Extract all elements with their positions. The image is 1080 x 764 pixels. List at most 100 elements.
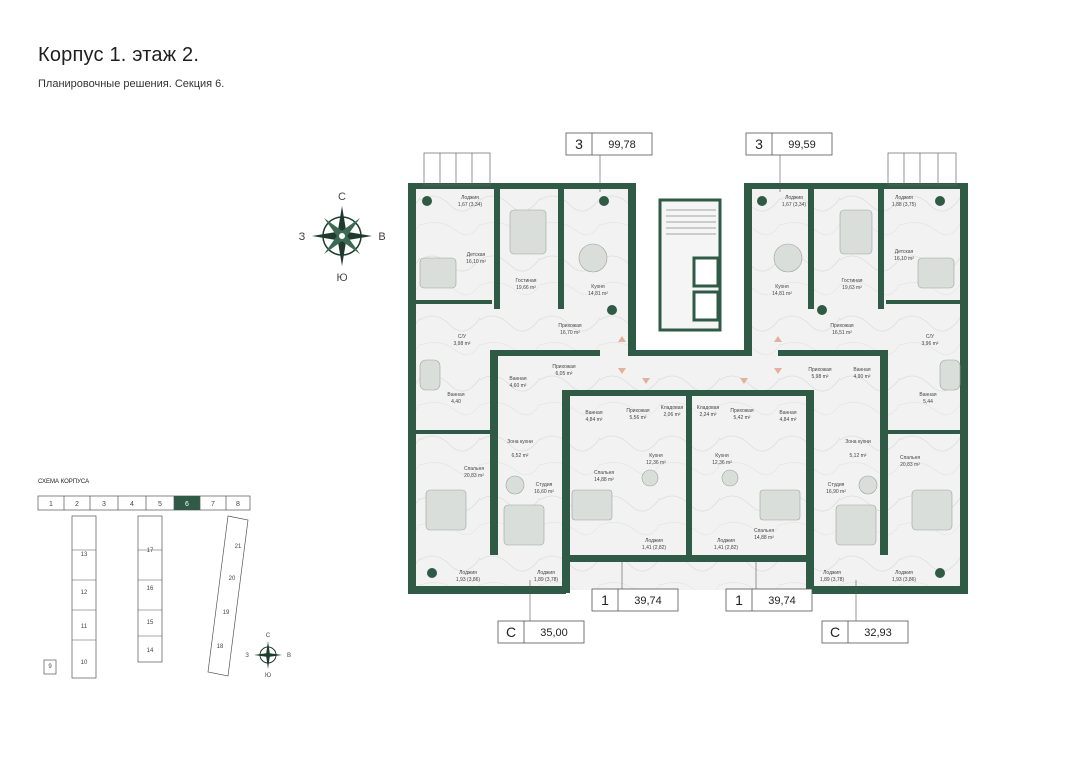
room-name: Лоджия — [717, 538, 735, 544]
scheme-section: 7 — [211, 501, 215, 508]
room-name: Зона кухни — [507, 439, 533, 445]
apartment-area: 32,93 — [864, 627, 892, 639]
room-area: 6,05 m² — [556, 371, 573, 377]
room-name: Лоджия — [459, 570, 477, 576]
apartment-area: 39,74 — [768, 595, 796, 607]
room-area: 1,41 (2,82) — [714, 545, 739, 551]
room-name: Лоджия — [895, 195, 913, 201]
room-area: 5,12 m² — [850, 453, 867, 459]
room-name: Прихожая — [730, 408, 753, 414]
room-name: Лоджия — [823, 570, 841, 576]
room-name: Кладовая — [661, 405, 684, 411]
apartment-tag: 3 99,59 — [745, 132, 833, 192]
room-area: 1,93 (3,86) — [892, 577, 917, 583]
scheme-compass-south: Ю — [265, 673, 271, 679]
room-area: 14,88 m² — [594, 477, 614, 483]
scheme-section: 13 — [81, 552, 88, 558]
apartment-tag: C 35,00 — [497, 580, 585, 644]
room-area: 20,83 m² — [900, 462, 920, 468]
room-name: Лоджия — [537, 570, 555, 576]
apartment-tags: 3 99,78 3 99,59 C 35,00 1 39,74 — [497, 132, 909, 644]
compass-west-label: З — [299, 231, 306, 243]
room-name: С/У — [458, 334, 467, 340]
room-name: Прихожая — [558, 323, 581, 329]
room-name: Гостиная — [516, 278, 537, 284]
room-area: 4,40 — [451, 399, 461, 405]
room-area: 5,98 m² — [812, 374, 829, 380]
room-name: Спальня — [754, 528, 774, 534]
room-name: Кухня — [591, 284, 605, 290]
room-area: 1,67 (3,34) — [782, 202, 807, 208]
scheme-section: 9 — [48, 664, 52, 670]
room-name: Ванная — [509, 376, 526, 382]
compass: С Ю З В — [299, 191, 386, 284]
page-subtitle: Планировочные решения. Секция 6. — [38, 78, 225, 90]
scheme-section: 19 — [223, 610, 230, 616]
room-area: 20,83 m² — [464, 473, 484, 479]
room-area: 5,44 — [923, 399, 933, 405]
scheme-section-active: 6 — [185, 501, 189, 508]
room-area: 1,89 (3,78) — [534, 577, 559, 583]
room-area: 1,41 (2,82) — [642, 545, 667, 551]
room-name: Ванная — [585, 410, 602, 416]
room-name: Кухня — [715, 453, 729, 459]
room-name: Кухня — [649, 453, 663, 459]
building-scheme: СХЕМА КОРПУСА 1 2 3 4 5 6 7 8 — [37, 479, 291, 679]
room-area: 2,24 m² — [700, 412, 717, 418]
compass-east-label: В — [378, 231, 385, 243]
room-area: 14,81 m² — [772, 291, 792, 297]
scheme-top-row: 1 2 3 4 5 6 7 8 — [37, 495, 251, 511]
room-name: Детская — [895, 249, 914, 255]
scheme-section: 5 — [158, 501, 162, 508]
room-area: 14,88 m² — [754, 535, 774, 541]
room-area: 12,36 m² — [712, 460, 732, 466]
compass-north-label: С — [338, 191, 346, 203]
apartment-tag: 3 99,78 — [565, 132, 653, 192]
apartment-type: 3 — [575, 136, 583, 152]
scheme-section: 8 — [236, 501, 240, 508]
scheme-section: 20 — [229, 576, 236, 582]
room-area: 4,84 m² — [586, 417, 603, 423]
room-name: Ванная — [779, 410, 796, 416]
room-name: Спальня — [900, 455, 920, 461]
room-name: Студия — [536, 482, 553, 488]
plan-body — [408, 152, 968, 594]
apartment-type: 1 — [601, 592, 609, 608]
room-area: 6,52 m² — [512, 453, 529, 459]
room-name: Прихожая — [552, 364, 575, 370]
scheme-section: 18 — [217, 644, 224, 650]
apartment-area: 99,59 — [788, 139, 816, 151]
room-area: 2,06 m² — [664, 412, 681, 418]
room-name: С/У — [926, 334, 935, 340]
scheme-section: 21 — [235, 544, 242, 550]
apartment-area: 35,00 — [540, 627, 568, 639]
room-area: 4,90 m² — [854, 374, 871, 380]
room-area: 12,36 m² — [646, 460, 666, 466]
scheme-section: 15 — [147, 620, 154, 626]
room-area: 16,10 m² — [466, 259, 486, 265]
apartment-tag: 1 39,74 — [591, 560, 679, 612]
room-area: 4,84 m² — [780, 417, 797, 423]
scheme-section: 10 — [81, 660, 88, 666]
room-area: 1,89 (3,78) — [820, 577, 845, 583]
scheme-section: 14 — [147, 648, 154, 654]
room-area: 5,42 m² — [734, 415, 751, 421]
apartment-area: 39,74 — [634, 595, 662, 607]
apartment-type: 3 — [755, 136, 763, 152]
room-area: 19,66 m² — [516, 285, 536, 291]
room-area: 16,70 m² — [560, 330, 580, 336]
room-name: Лоджия — [461, 195, 479, 201]
room-name: Прихожая — [830, 323, 853, 329]
room-area: 16,10 m² — [894, 256, 914, 262]
apartment-type: C — [506, 624, 516, 640]
room-name: Кухня — [775, 284, 789, 290]
room-name: Спальня — [464, 466, 484, 472]
room-area: 4,60 m² — [510, 383, 527, 389]
room-area: 5,56 m² — [630, 415, 647, 421]
room-name: Студия — [828, 482, 845, 488]
scheme-compass-north: С — [266, 633, 271, 639]
scheme-section: 1 — [49, 501, 53, 508]
apartment-tag: C 32,93 — [821, 580, 909, 644]
scheme-section: 4 — [130, 501, 134, 508]
room-name: Ванная — [447, 392, 464, 398]
